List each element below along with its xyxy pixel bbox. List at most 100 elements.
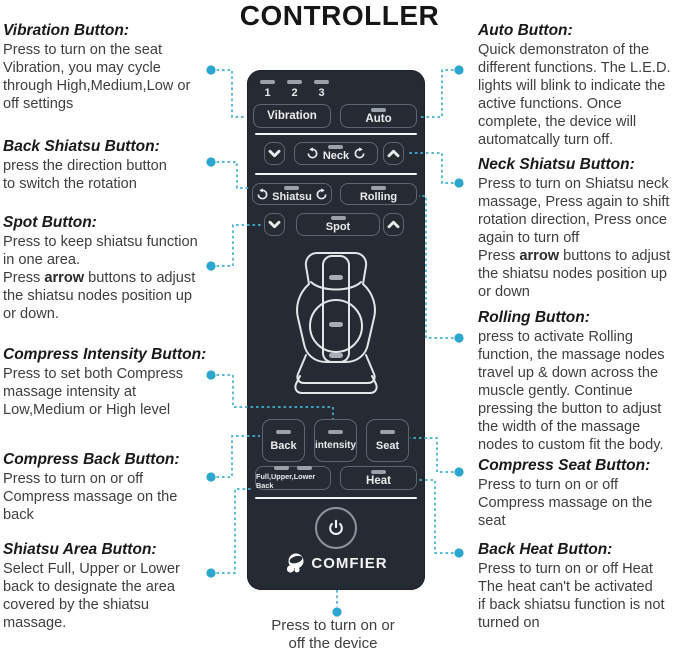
neck-button-label: Neck — [322, 150, 350, 162]
page-title: CONTROLLER — [239, 0, 440, 31]
annotation-heading: Compress Intensity Button: — [3, 346, 207, 363]
annotation-neck-shiatsu-button: Neck Shiatsu Button: Press to turn on Shi… — [478, 156, 678, 301]
annotation-back-shiatsu-button: Back Shiatsu Button: press the direction … — [3, 138, 215, 193]
brand-name: COMFIER — [311, 554, 388, 572]
connector-line — [420, 69, 459, 118]
divider — [255, 133, 417, 136]
annotation-rolling-button: Rolling Button: press to activate Rolling… — [478, 309, 678, 454]
led-number: 3 — [318, 87, 325, 99]
led-indicator — [371, 185, 386, 190]
rolling-button[interactable]: Rolling — [340, 183, 417, 205]
annotation-heading: Neck Shiatsu Button: — [478, 156, 635, 173]
connector-dot — [454, 65, 464, 75]
led-indicator — [371, 469, 386, 474]
annotation-heading: Auto Button: — [478, 22, 573, 39]
brand-logo: COMFIER — [247, 552, 425, 574]
chevron-down-icon — [268, 220, 281, 229]
annotation-shiatsu-area-button: Shiatsu Area Button: Select Full, Upper o… — [3, 541, 215, 632]
connector-line — [211, 488, 252, 574]
chevron-up-icon — [387, 149, 400, 158]
led-indicator — [330, 216, 346, 220]
remote-control: 1 2 3 Vibration Auto Neck — [247, 70, 425, 590]
led-indicator — [276, 429, 291, 434]
connector-line — [211, 69, 246, 118]
power-button[interactable] — [315, 507, 357, 549]
annotation-heading: Compress Back Button: — [3, 451, 180, 468]
rotate-cw-icon — [316, 187, 327, 199]
seat-button-label: Seat — [375, 439, 400, 452]
compress-back-button[interactable]: Back — [262, 419, 305, 462]
led-number: 1 — [264, 87, 271, 99]
led-indicator — [380, 429, 395, 434]
led-indicator — [314, 80, 329, 84]
area-button-label: Full,Upper,Lower Back — [256, 472, 316, 490]
heat-button-label: Heat — [366, 474, 391, 487]
annotation-heading: Shiatsu Area Button: — [3, 541, 157, 558]
annotation-compress-intensity-button: Compress Intensity Button: Press to set b… — [3, 346, 215, 419]
annotation-heading: Back Heat Button: — [478, 541, 613, 558]
annotation-heading: Vibration Button: — [3, 22, 129, 39]
spot-button[interactable]: Spot — [296, 213, 380, 236]
annotation-heading: Spot Button: — [3, 214, 97, 231]
annotation-compress-back-button: Compress Back Button: Press to turn on or… — [3, 451, 215, 524]
led-indicator — [260, 80, 275, 84]
led-indicator — [328, 145, 344, 149]
rolling-button-label: Rolling — [359, 190, 398, 203]
divider — [255, 173, 417, 176]
connector-dot — [454, 178, 464, 188]
comfier-mascot-icon — [287, 553, 304, 573]
neck-button[interactable]: Neck — [294, 142, 378, 165]
spot-down-button[interactable] — [264, 213, 285, 236]
connector-dot — [454, 548, 464, 558]
back-heat-button[interactable]: Heat — [340, 466, 417, 490]
led-indicator — [297, 466, 312, 470]
annotation-vibration-button: Vibration Button:Press to turn on the se… — [3, 22, 215, 113]
connector-dot — [332, 607, 342, 617]
connector-line — [211, 161, 249, 189]
compress-seat-button[interactable]: Seat — [366, 419, 409, 462]
vibration-button[interactable]: Vibration — [253, 104, 331, 128]
neck-down-button[interactable] — [264, 142, 285, 165]
annotation-heading: Compress Seat Button: — [478, 457, 651, 474]
shiatsu-area-button[interactable]: Full,Upper,Lower Back — [255, 466, 331, 490]
led-indicator — [328, 430, 343, 434]
vibration-button-label: Vibration — [267, 110, 317, 122]
neck-up-button[interactable] — [383, 142, 404, 165]
shiatsu-button-label: Shiatsu — [272, 190, 312, 203]
connector-line — [419, 479, 459, 554]
connector-dot — [454, 467, 464, 477]
connector-dot — [454, 333, 464, 343]
annotation-heading: Back Shiatsu Button: — [3, 138, 160, 155]
annotation-compress-seat-button: Compress Seat Button:Press to turn on or… — [478, 457, 678, 530]
rotate-ccw-icon — [257, 187, 268, 199]
back-button-label: Back — [270, 439, 297, 452]
spot-button-label: Spot — [325, 221, 351, 233]
auto-button[interactable]: Auto — [340, 104, 417, 128]
shiatsu-button[interactable]: Shiatsu — [252, 183, 332, 205]
chevron-up-icon — [387, 220, 400, 229]
rotate-cw-icon — [354, 147, 365, 159]
connector-line — [419, 195, 459, 339]
power-note: Press to turn on or off the device — [233, 617, 433, 653]
power-note-line: Press to turn on or — [271, 617, 395, 634]
led-indicator — [284, 185, 300, 190]
rotate-ccw-icon — [307, 147, 318, 159]
annotation-heading: Rolling Button: — [478, 309, 590, 326]
power-note-line: off the device — [288, 635, 378, 652]
led-indicator — [274, 466, 289, 470]
intensity-button-label: intensity — [314, 440, 357, 451]
power-icon — [329, 519, 343, 535]
spot-up-button[interactable] — [383, 213, 404, 236]
compress-intensity-button[interactable]: intensity — [314, 419, 357, 462]
massage-cushion-graphic — [294, 252, 378, 394]
